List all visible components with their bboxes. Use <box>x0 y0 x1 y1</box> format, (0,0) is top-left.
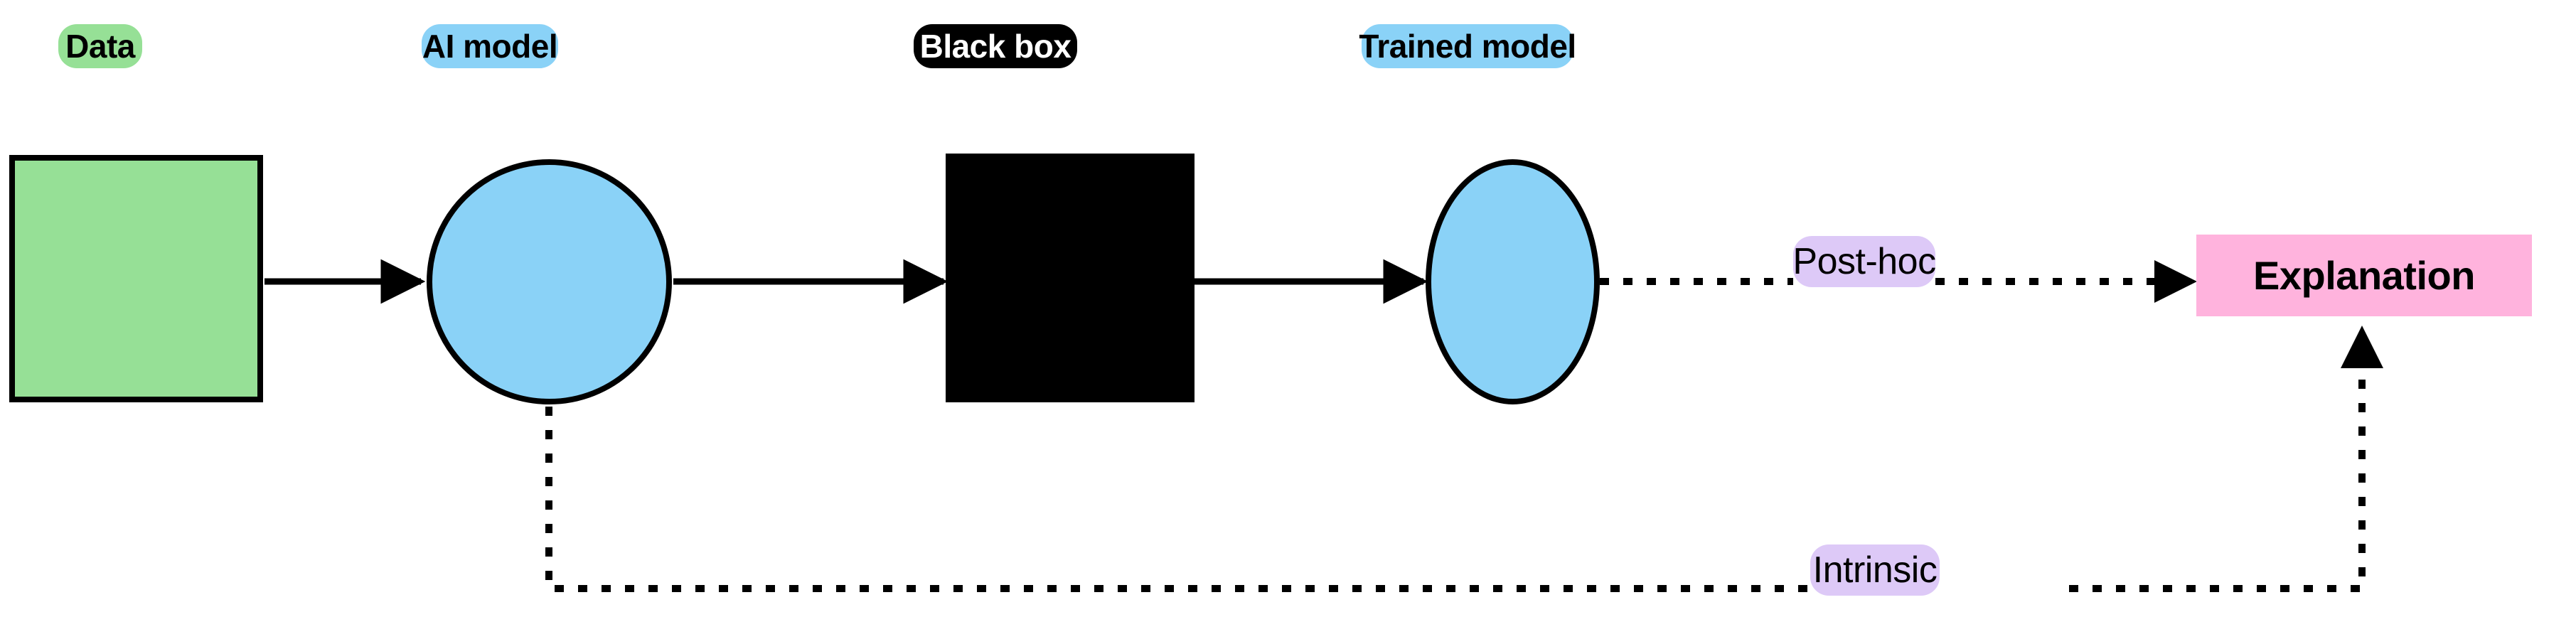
edge-intrinsic-to-explanation <box>2069 326 2383 592</box>
label-pill-ai-model: AI model <box>422 24 558 68</box>
explanation-node: Explanation <box>2196 235 2532 316</box>
label-pill-trained-model: Trained model <box>1359 24 1576 68</box>
label-pill-black-box: Black box <box>914 24 1077 68</box>
trained-model-node <box>1426 159 1600 404</box>
label-pill-data: Data <box>58 24 142 68</box>
data-node <box>9 155 263 402</box>
label-pill-post-hoc: Post-hoc <box>1792 236 1936 287</box>
label-pill-intrinsic: Intrinsic <box>1810 544 1940 596</box>
black-box-node <box>946 154 1195 402</box>
ai-model-node <box>427 159 672 404</box>
edge-ai-model-to-intrinsic <box>545 407 1810 592</box>
